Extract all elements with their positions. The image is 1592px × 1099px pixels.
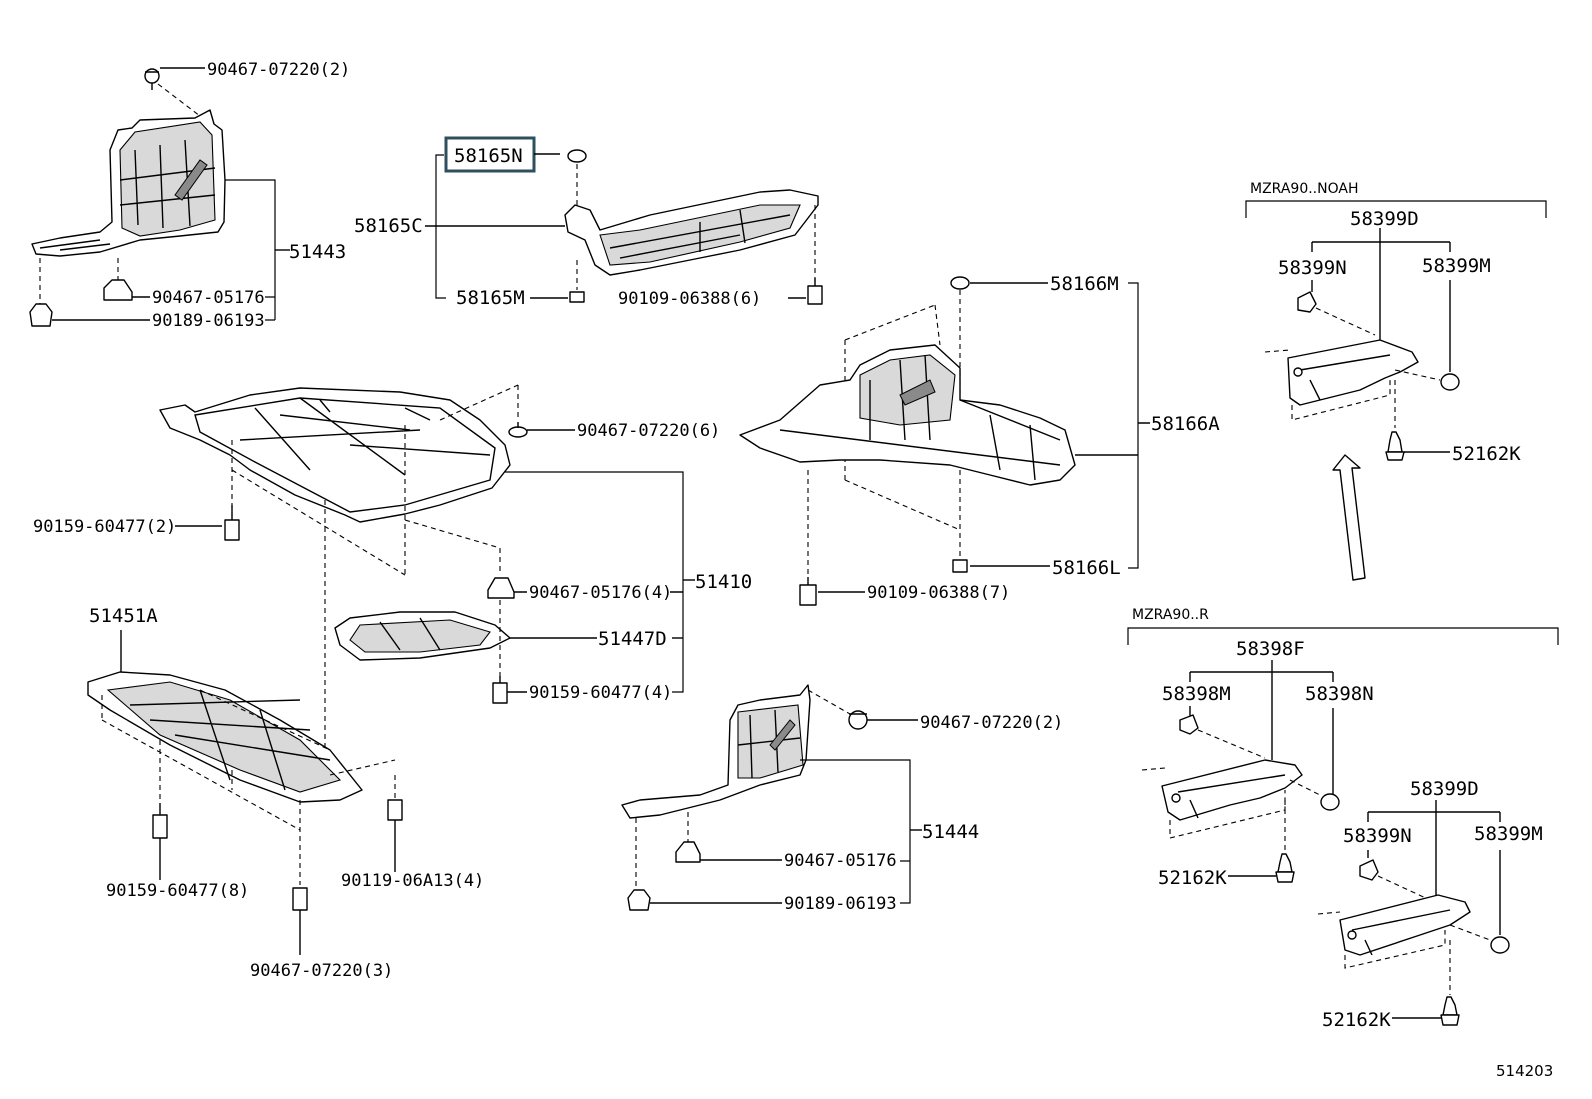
group-r-title: MZRA90..R: [1132, 607, 1209, 623]
nut-58399m-b-icon: [1490, 936, 1510, 954]
clip-9046705176-b-icon: [675, 841, 701, 863]
label-51451a[interactable]: 51451A: [89, 605, 158, 627]
label-9046707220-2-mid[interactable]: 90467-07220(2): [920, 713, 1063, 733]
label-58399m-a[interactable]: 58399M: [1422, 255, 1491, 277]
bolt-9046707220-6-icon: [508, 422, 528, 438]
nut-58398n-icon: [1320, 793, 1340, 811]
label-9010906388-7[interactable]: 90109-06388(7): [867, 583, 1010, 603]
label-9046705176-a[interactable]: 90467-05176: [152, 288, 265, 308]
bolt-9015960477-8-icon: [152, 803, 168, 880]
label-58398m[interactable]: 58398M: [1162, 683, 1231, 705]
nut-58165m-icon: [569, 291, 585, 303]
label-58166l[interactable]: 58166L: [1052, 557, 1121, 579]
bolt-9010906388-7-icon: [799, 577, 817, 606]
diagram-id: 514203: [1496, 1062, 1553, 1080]
label-51443[interactable]: 51443: [289, 241, 346, 263]
label-58399d-a[interactable]: 58399D: [1350, 208, 1419, 230]
nut-58166m-icon: [950, 276, 970, 290]
label-58165n[interactable]: 58165N: [454, 145, 523, 167]
label-9046707220-6[interactable]: 90467-07220(6): [577, 421, 720, 441]
arrow-up-icon: [1332, 454, 1366, 581]
label-52162k-b[interactable]: 52162K: [1158, 867, 1227, 889]
bolt-9015960477-4-icon: [492, 676, 508, 704]
clip-9046707220-mid-icon: [848, 710, 868, 730]
clip-52162k-b-icon: [1275, 853, 1295, 883]
label-9018906193-a[interactable]: 90189-06193: [152, 311, 265, 331]
part-51444-shield[interactable]: [621, 684, 811, 819]
label-9046705176-4[interactable]: 90467-05176(4): [529, 583, 672, 603]
bolt-9010906388-6-icon: [807, 278, 823, 305]
nut-58398m-icon: [1179, 714, 1199, 735]
label-58165m[interactable]: 58165M: [456, 287, 525, 309]
label-9046707220-3[interactable]: 90467-07220(3): [250, 961, 393, 981]
bolt-9011906a13-4-icon: [387, 799, 403, 872]
clip-9046707220-top-icon: [144, 68, 160, 90]
label-9046707220-2-top[interactable]: 90467-07220(2): [207, 60, 350, 80]
label-52162k-a[interactable]: 52162K: [1452, 443, 1521, 465]
label-9011906a13-4[interactable]: 90119-06A13(4): [341, 871, 484, 891]
label-51444[interactable]: 51444: [922, 821, 979, 843]
label-9018906193-b[interactable]: 90189-06193: [784, 894, 897, 914]
clip-52162k-c-icon: [1440, 996, 1460, 1026]
label-58165c[interactable]: 58165C: [354, 215, 423, 237]
label-9010906388-6[interactable]: 90109-06388(6): [618, 289, 761, 309]
part-58165c-cover[interactable]: [564, 189, 819, 276]
part-51451a-cover[interactable]: [87, 671, 363, 803]
label-58399m-b[interactable]: 58399M: [1474, 823, 1543, 845]
label-58399n-a[interactable]: 58399N: [1278, 257, 1347, 279]
nut-58165n-icon: [567, 149, 587, 163]
label-58398n[interactable]: 58398N: [1305, 683, 1374, 705]
label-58398f[interactable]: 58398F: [1236, 638, 1305, 660]
part-58166a-cover[interactable]: [739, 344, 1076, 486]
clip-9046705176-4-icon: [487, 577, 515, 599]
nut-58399m-a-icon: [1440, 373, 1460, 391]
nut-58166l-icon: [952, 559, 968, 573]
bolt-9046707220-3-icon: [292, 887, 308, 955]
part-bracket-58398f[interactable]: [1161, 759, 1303, 821]
nut-58399n-b-icon: [1359, 859, 1379, 881]
clip-52162k-a-icon: [1385, 431, 1405, 461]
label-52162k-c[interactable]: 52162K: [1322, 1009, 1391, 1031]
part-51410-undercover[interactable]: [159, 387, 511, 523]
group-noah-title: MZRA90..NOAH: [1250, 181, 1358, 197]
nut-58399n-a-icon: [1297, 291, 1317, 313]
label-9015960477-2[interactable]: 90159-60477(2): [33, 517, 176, 537]
label-9015960477-4[interactable]: 90159-60477(4): [529, 683, 672, 703]
part-51443-shield[interactable]: [31, 109, 226, 257]
label-58399d-b[interactable]: 58399D: [1410, 778, 1479, 800]
label-58166a[interactable]: 58166A: [1151, 413, 1220, 435]
label-58399n-b[interactable]: 58399N: [1343, 825, 1412, 847]
label-51410[interactable]: 51410: [695, 571, 752, 593]
nut-9018906193-icon: [29, 303, 53, 327]
label-51447d[interactable]: 51447D: [598, 628, 667, 650]
label-58166m[interactable]: 58166M: [1050, 273, 1119, 295]
nut-9018906193-b-icon: [627, 889, 651, 911]
part-bracket-58399d-a[interactable]: [1287, 339, 1419, 406]
bolt-9015960477-2-icon: [224, 505, 240, 541]
part-51447d-cover[interactable]: [334, 611, 511, 661]
clip-9046705176-icon: [103, 279, 133, 301]
label-9015960477-8[interactable]: 90159-60477(8): [106, 881, 249, 901]
label-9046705176-b[interactable]: 90467-05176: [784, 851, 897, 871]
